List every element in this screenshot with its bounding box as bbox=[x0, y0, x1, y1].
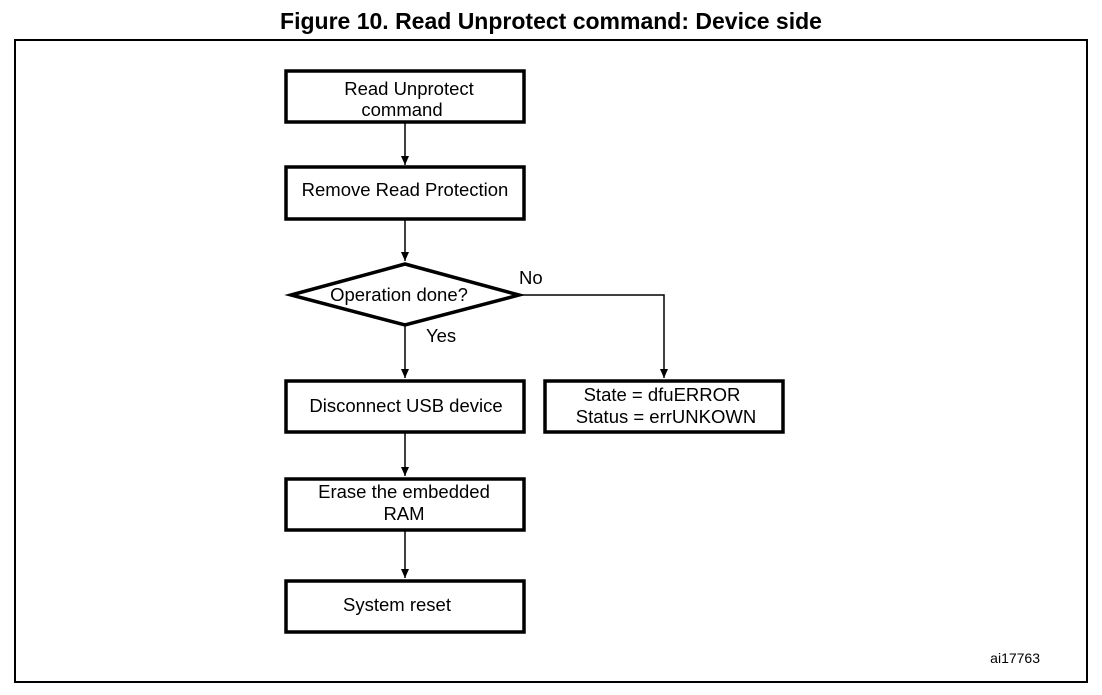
node-operation-done-decision: Operation done? bbox=[284, 262, 526, 327]
node-read-unprotect-line1: Read Unprotect bbox=[344, 78, 474, 99]
node-remove-read-protection: Remove Read Protection bbox=[284, 165, 526, 221]
node-erase-ram-line2: RAM bbox=[383, 503, 424, 524]
node-read-unprotect-command: Read Unprotect command bbox=[284, 69, 526, 124]
figure-title: Figure 10. Read Unprotect command: Devic… bbox=[280, 8, 822, 34]
edge-decision-no bbox=[519, 294, 668, 378]
node-read-unprotect-line2: command bbox=[361, 99, 442, 120]
node-error-state: State = dfuERROR Status = errUNKOWN bbox=[543, 379, 785, 434]
node-remove-read-protection-label: Remove Read Protection bbox=[302, 179, 509, 200]
node-error-state-line2: Status = errUNKOWN bbox=[576, 406, 756, 427]
node-erase-ram-line1: Erase the embedded bbox=[318, 481, 490, 502]
node-disconnect-usb-label: Disconnect USB device bbox=[309, 395, 502, 416]
edge-label-yes: Yes bbox=[426, 325, 456, 346]
node-operation-done-label: Operation done? bbox=[330, 284, 468, 305]
figure-id: ai17763 bbox=[990, 650, 1040, 666]
node-system-reset: System reset bbox=[284, 579, 526, 634]
connectors bbox=[401, 123, 668, 578]
node-disconnect-usb-device: Disconnect USB device bbox=[284, 379, 526, 434]
edge-label-no: No bbox=[519, 267, 543, 288]
node-system-reset-label: System reset bbox=[343, 594, 451, 615]
figure-frame bbox=[14, 39, 1088, 683]
node-error-state-line1: State = dfuERROR bbox=[584, 384, 741, 405]
node-erase-embedded-ram: Erase the embedded RAM bbox=[284, 477, 526, 532]
